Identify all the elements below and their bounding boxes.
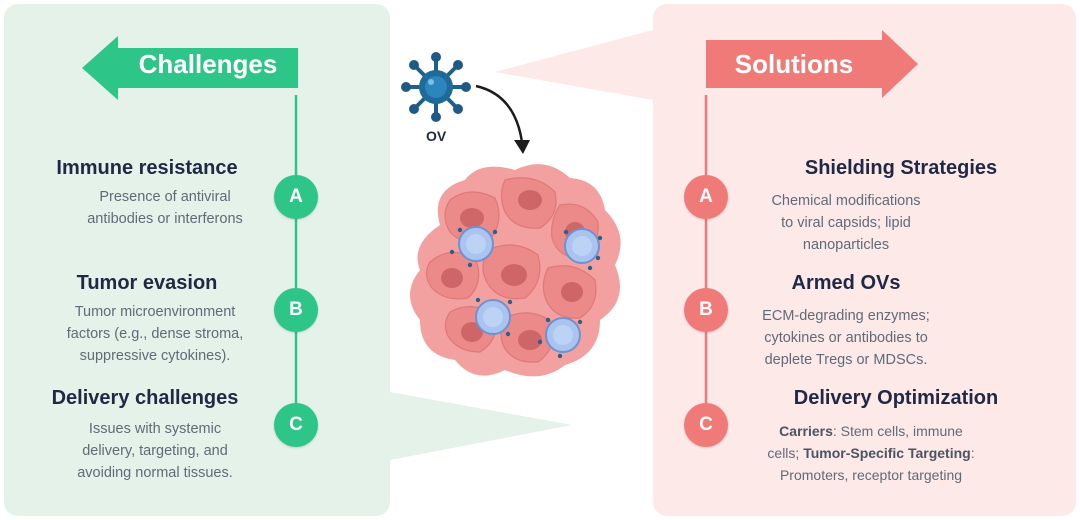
solution-desc-c: Carriers: Stem cells, immune cells; Tumo… xyxy=(767,423,975,483)
solution-badge-a: A xyxy=(684,175,728,219)
virus-label: OV xyxy=(426,128,447,144)
solution-desc-b: ECM-degrading enzymes;cytokines or antib… xyxy=(762,308,930,368)
challenge-badge-a: A xyxy=(274,175,318,219)
solution-badge-b: B xyxy=(684,288,728,332)
challenge-heading-tumor-evasion: Tumor evasion xyxy=(76,272,218,294)
challenges-title: Challenges xyxy=(138,49,278,79)
challenge-badge-b: B xyxy=(274,288,318,332)
challenges-wedge xyxy=(390,392,572,460)
solution-heading-delivery-optimization: Delivery Optimization xyxy=(793,387,999,409)
solutions-title: Solutions xyxy=(734,49,854,79)
challenges-panel xyxy=(4,4,390,516)
solution-heading-armed-ovs: Armed OVs xyxy=(791,272,901,294)
curved-arrow-icon xyxy=(475,84,530,154)
solutions-wedge xyxy=(495,30,653,100)
challenge-badge-c: C xyxy=(274,403,318,447)
challenges-title-arrow xyxy=(82,36,298,100)
challenge-heading-immune-resistance: Immune resistance xyxy=(56,157,238,179)
solutions-title-arrow xyxy=(706,30,918,98)
tumor-cell-cluster-icon xyxy=(410,164,621,377)
solution-heading-shielding-strategies: Shielding Strategies xyxy=(804,157,998,179)
virus-icon xyxy=(401,52,471,122)
challenge-heading-delivery-challenges: Delivery challenges xyxy=(51,387,239,409)
solution-badge-c: C xyxy=(684,403,728,447)
